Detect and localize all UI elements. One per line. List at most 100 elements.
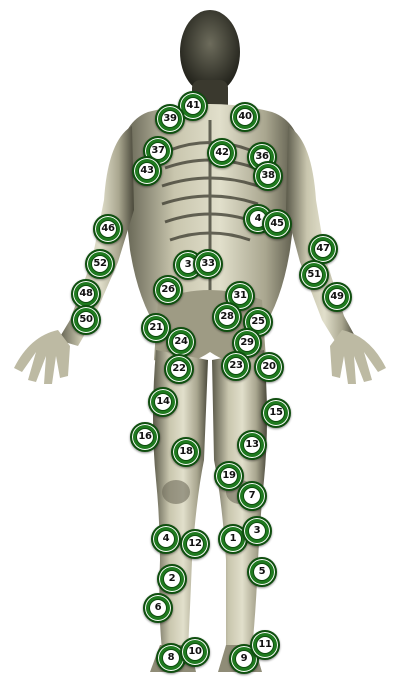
marker-badge: 40 <box>236 108 254 126</box>
marker-number: 50 <box>79 315 92 325</box>
marker-badge: 11 <box>256 636 274 654</box>
marker-badge: 23 <box>227 357 245 375</box>
marker-number: 31 <box>233 291 246 301</box>
marker-badge: 43 <box>138 162 156 180</box>
marker-number: 11 <box>258 640 271 650</box>
marker-badge: 22 <box>170 360 188 378</box>
marker-badge: 47 <box>314 240 332 258</box>
pain-point-marker[interactable]: 40 <box>230 102 260 132</box>
marker-number: 4 <box>163 534 170 544</box>
pain-point-marker[interactable]: 49 <box>322 282 352 312</box>
pain-point-marker[interactable]: 50 <box>71 305 101 335</box>
pain-point-marker[interactable]: 12 <box>180 529 210 559</box>
marker-number: 1 <box>230 534 237 544</box>
pain-point-marker[interactable]: 15 <box>261 398 291 428</box>
marker-badge: 14 <box>154 393 172 411</box>
pain-point-marker[interactable]: 26 <box>153 275 183 305</box>
marker-number: 21 <box>149 323 162 333</box>
marker-number: 23 <box>229 361 242 371</box>
marker-badge: 41 <box>184 97 202 115</box>
marker-badge: 45 <box>268 215 286 233</box>
marker-number: 28 <box>220 312 233 322</box>
marker-badge: 7 <box>243 487 261 505</box>
pain-point-marker[interactable]: 16 <box>130 422 160 452</box>
marker-badge: 9 <box>235 650 253 668</box>
marker-badge: 1 <box>224 530 242 548</box>
marker-badge: 24 <box>172 333 190 351</box>
marker-badge: 38 <box>259 167 277 185</box>
marker-badge: 8 <box>162 649 180 667</box>
marker-number: 9 <box>241 654 248 664</box>
marker-badge: 10 <box>186 643 204 661</box>
pain-point-marker[interactable]: 5 <box>247 557 277 587</box>
marker-number: 47 <box>316 244 329 254</box>
pain-point-marker[interactable]: 10 <box>180 637 210 667</box>
pain-point-marker[interactable]: 11 <box>250 630 280 660</box>
marker-badge: 16 <box>136 428 154 446</box>
marker-number: 22 <box>172 364 185 374</box>
marker-number: 14 <box>156 397 169 407</box>
marker-badge: 12 <box>186 535 204 553</box>
marker-number: 41 <box>186 101 199 111</box>
marker-badge: 5 <box>253 563 271 581</box>
marker-number: 16 <box>138 432 151 442</box>
marker-number: 38 <box>261 171 274 181</box>
pain-point-marker[interactable]: 20 <box>254 352 284 382</box>
marker-number: 37 <box>151 146 164 156</box>
marker-number: 33 <box>201 259 214 269</box>
pain-point-marker[interactable]: 51 <box>299 260 329 290</box>
marker-number: 45 <box>270 219 283 229</box>
pain-point-marker[interactable]: 45 <box>262 209 292 239</box>
marker-badge: 29 <box>238 334 256 352</box>
pain-point-marker[interactable]: 4 <box>151 524 181 554</box>
marker-badge: 13 <box>243 436 261 454</box>
marker-number: 48 <box>79 289 92 299</box>
marker-number: 29 <box>240 338 253 348</box>
pain-point-marker[interactable]: 2 <box>157 564 187 594</box>
marker-number: 25 <box>251 317 264 327</box>
pain-point-marker[interactable]: 28 <box>212 302 242 332</box>
pain-point-marker[interactable]: 42 <box>207 138 237 168</box>
marker-number: 39 <box>163 114 176 124</box>
marker-number: 10 <box>188 647 201 657</box>
marker-number: 40 <box>238 112 251 122</box>
marker-badge: 18 <box>177 443 195 461</box>
pain-point-marker[interactable]: 6 <box>143 593 173 623</box>
marker-number: 43 <box>140 166 153 176</box>
marker-badge: 33 <box>199 255 217 273</box>
pain-point-marker[interactable]: 33 <box>193 249 223 279</box>
pain-point-marker[interactable]: 22 <box>164 354 194 384</box>
marker-number: 13 <box>245 440 258 450</box>
marker-number: 42 <box>215 148 228 158</box>
marker-badge: 50 <box>77 311 95 329</box>
marker-badge: 46 <box>99 220 117 238</box>
marker-number: 20 <box>262 362 275 372</box>
pain-point-marker[interactable]: 52 <box>85 249 115 279</box>
marker-badge: 6 <box>149 599 167 617</box>
pain-point-marker[interactable]: 23 <box>221 351 251 381</box>
marker-badge: 2 <box>163 570 181 588</box>
marker-number: 46 <box>101 224 114 234</box>
pain-point-marker[interactable]: 3 <box>242 516 272 546</box>
pain-point-marker[interactable]: 14 <box>148 387 178 417</box>
marker-number: 18 <box>179 447 192 457</box>
marker-number: 4 <box>255 214 262 224</box>
pain-point-marker[interactable]: 46 <box>93 214 123 244</box>
marker-number: 26 <box>161 285 174 295</box>
marker-number: 52 <box>93 259 106 269</box>
pain-point-marker[interactable]: 39 <box>155 104 185 134</box>
pain-point-marker[interactable]: 24 <box>166 327 196 357</box>
marker-number: 3 <box>185 260 192 270</box>
pain-point-marker[interactable]: 43 <box>132 156 162 186</box>
marker-badge: 49 <box>328 288 346 306</box>
pain-point-marker[interactable]: 38 <box>253 161 283 191</box>
marker-number: 19 <box>222 471 235 481</box>
marker-number: 6 <box>155 603 162 613</box>
pain-point-marker[interactable]: 18 <box>171 437 201 467</box>
marker-badge: 52 <box>91 255 109 273</box>
pain-point-marker[interactable]: 13 <box>237 430 267 460</box>
marker-number: 51 <box>307 270 320 280</box>
marker-number: 2 <box>169 574 176 584</box>
pain-point-marker[interactable]: 7 <box>237 481 267 511</box>
